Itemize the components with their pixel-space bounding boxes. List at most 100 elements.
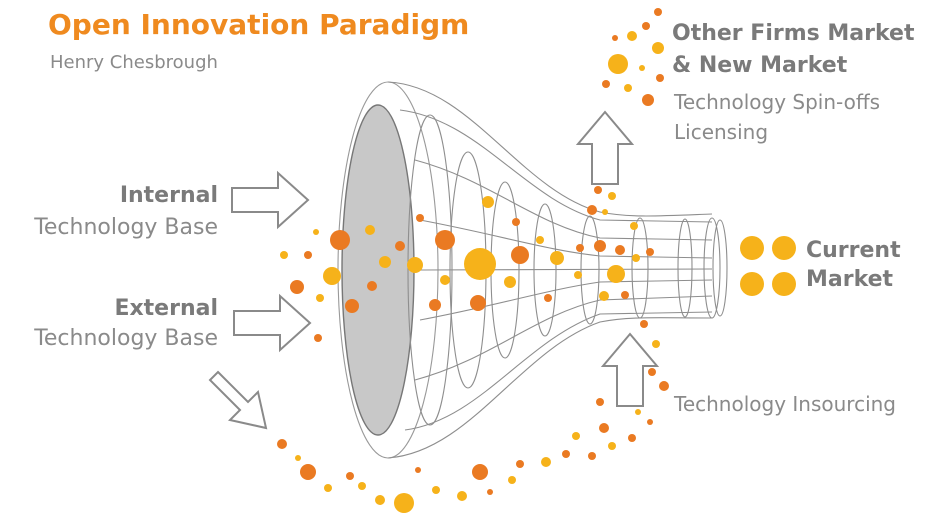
dot — [772, 272, 796, 296]
dot — [379, 256, 391, 268]
arrow-up-icon — [600, 332, 660, 407]
dot — [642, 94, 654, 106]
dot — [607, 265, 625, 283]
external-technology-base-label: Technology Base — [34, 326, 218, 351]
dot — [290, 280, 304, 294]
funnel-line-g — [419, 268, 713, 271]
arrow-up-icon — [575, 110, 635, 185]
other-firms-market-label: Other Firms Market & New Market — [672, 18, 914, 82]
dot — [615, 245, 625, 255]
dot — [300, 464, 316, 480]
dot — [599, 423, 609, 433]
dot — [314, 334, 322, 342]
funnel-outline-top — [387, 81, 713, 217]
dot — [365, 225, 375, 235]
dot — [656, 74, 664, 82]
dot — [624, 84, 632, 92]
dot — [594, 186, 602, 194]
dot — [588, 452, 596, 460]
dot — [457, 491, 467, 501]
funnel-outline-bottom — [387, 317, 713, 459]
dot — [562, 450, 570, 458]
dot — [652, 340, 660, 348]
current-market-line-2: Market — [806, 267, 894, 292]
funnel-ring-7 — [677, 218, 693, 318]
author-label: Henry Chesbrough — [50, 52, 218, 73]
dot — [654, 8, 662, 16]
dot — [572, 432, 580, 440]
funnel — [337, 81, 728, 459]
dot — [635, 409, 641, 415]
dot — [647, 419, 653, 425]
dot — [608, 442, 616, 450]
dots — [277, 8, 796, 513]
dot — [323, 267, 341, 285]
dot — [642, 22, 650, 30]
dot — [627, 31, 637, 41]
dot — [346, 472, 354, 480]
dot — [648, 368, 656, 376]
dot — [536, 236, 544, 244]
funnel-line-b — [404, 311, 713, 431]
dot — [511, 246, 529, 264]
dot — [435, 230, 455, 250]
dot — [295, 455, 301, 461]
funnel-ring-8 — [703, 217, 721, 319]
arrows — [208, 110, 660, 430]
dot — [394, 493, 414, 513]
dot — [407, 257, 423, 273]
dot — [395, 241, 405, 251]
current-market-line-1: Current — [806, 238, 901, 263]
dot — [772, 236, 796, 260]
other-firms-line-2: & New Market — [672, 53, 848, 78]
dot — [594, 240, 606, 252]
dot — [550, 251, 564, 265]
dot — [544, 294, 552, 302]
dot — [612, 35, 618, 41]
external-label: External — [114, 296, 218, 321]
arrow-right-icon — [233, 293, 312, 353]
dot — [630, 222, 638, 230]
licensing-label: Licensing — [674, 120, 769, 144]
dot — [646, 248, 654, 256]
funnel-line-d — [414, 295, 713, 381]
dot — [587, 205, 597, 215]
dot — [740, 236, 764, 260]
dot — [628, 434, 636, 442]
dot — [640, 320, 648, 328]
dot — [280, 251, 288, 259]
dot — [470, 295, 486, 311]
dot — [602, 80, 610, 88]
dot — [316, 294, 324, 302]
dot — [367, 281, 377, 291]
funnel-ring-1 — [407, 114, 453, 426]
funnel-mouth — [341, 104, 415, 436]
dot — [375, 495, 385, 505]
dot — [596, 398, 604, 406]
dot — [639, 65, 645, 71]
dot — [358, 482, 366, 490]
dot — [508, 476, 516, 484]
dot — [621, 291, 629, 299]
technology-spinoffs-label: Technology Spin-offs — [674, 90, 881, 114]
dot — [464, 248, 496, 280]
funnel-ring-4 — [533, 203, 557, 337]
dot — [608, 192, 616, 200]
dot — [487, 489, 493, 495]
dot — [330, 230, 350, 250]
dot — [608, 54, 628, 74]
dot — [652, 42, 664, 54]
dot — [576, 244, 584, 252]
page-title: Open Innovation Paradigm — [48, 8, 470, 41]
funnel-line-a — [399, 109, 713, 223]
funnel-ring-5 — [580, 215, 600, 325]
dot — [429, 299, 441, 311]
funnel-line-c — [414, 159, 713, 241]
arrow-right-icon — [231, 170, 310, 230]
dot — [324, 484, 332, 492]
dot — [304, 251, 312, 259]
dot — [512, 218, 520, 226]
dot — [432, 486, 440, 494]
dot — [659, 381, 669, 391]
